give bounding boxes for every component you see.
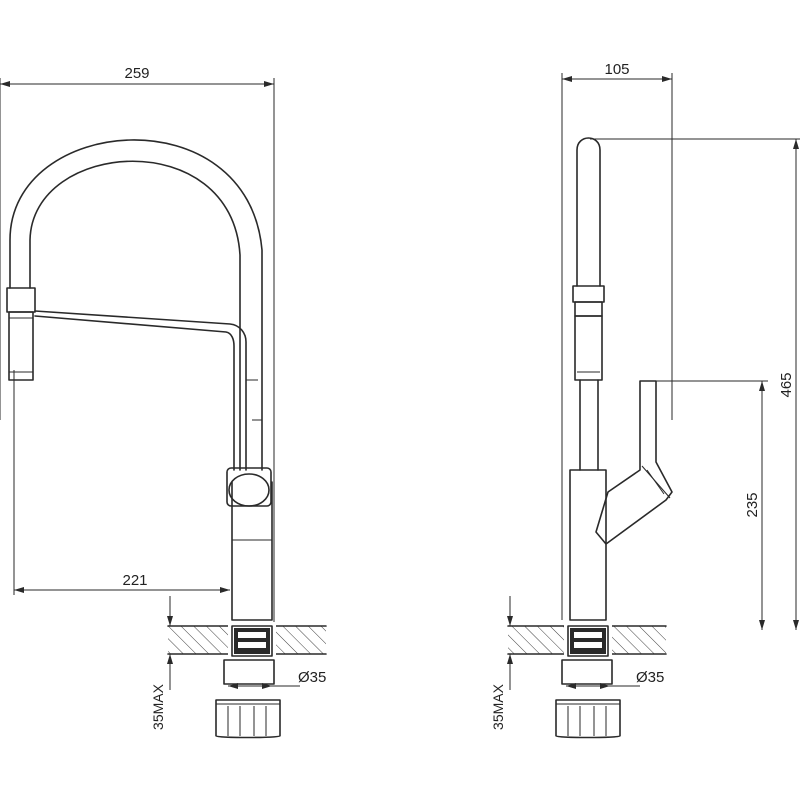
dimension-overall-width: 259 <box>0 65 275 622</box>
side-dimension-hole-diameter: Ø35 <box>566 669 664 689</box>
side-dim-label-hole-diameter: Ø35 <box>636 669 664 686</box>
side-spout-column <box>572 137 605 471</box>
dimension-deck-thickness: 35MAX <box>150 596 173 730</box>
side-dim-label-deck-thickness: 35MAX <box>490 683 506 730</box>
side-mounting-nut <box>555 659 621 739</box>
side-faucet-body <box>569 380 673 621</box>
front-view: 259 221 <box>0 65 327 739</box>
dimension-handle-height: 235 <box>640 380 768 630</box>
dim-label-overall-width: 259 <box>124 65 149 82</box>
dimension-body-depth: 105 <box>561 61 673 620</box>
countertop-section <box>167 624 327 658</box>
dim-label-hole-diameter: Ø35 <box>298 669 326 686</box>
faucet-body <box>226 467 273 621</box>
dim-label-handle-height: 235 <box>744 492 761 517</box>
dimension-hole-diameter: Ø35 <box>228 669 326 689</box>
dimension-total-height: 465 <box>590 138 800 630</box>
dim-label-deck-thickness: 35MAX <box>150 683 166 730</box>
dimension-spout-reach: 221 <box>13 370 230 595</box>
side-view: 105 465 235 <box>490 61 800 739</box>
side-countertop-section <box>507 624 667 658</box>
holder-arm <box>34 310 262 471</box>
side-dimension-deck-thickness: 35MAX <box>490 596 513 730</box>
mounting-nut <box>215 659 281 739</box>
spray-head <box>6 287 36 381</box>
dim-label-total-height: 465 <box>778 372 795 397</box>
dim-label-spout-reach: 221 <box>122 572 147 589</box>
dim-label-body-depth: 105 <box>604 61 629 78</box>
flexible-arc-spout <box>9 139 263 471</box>
